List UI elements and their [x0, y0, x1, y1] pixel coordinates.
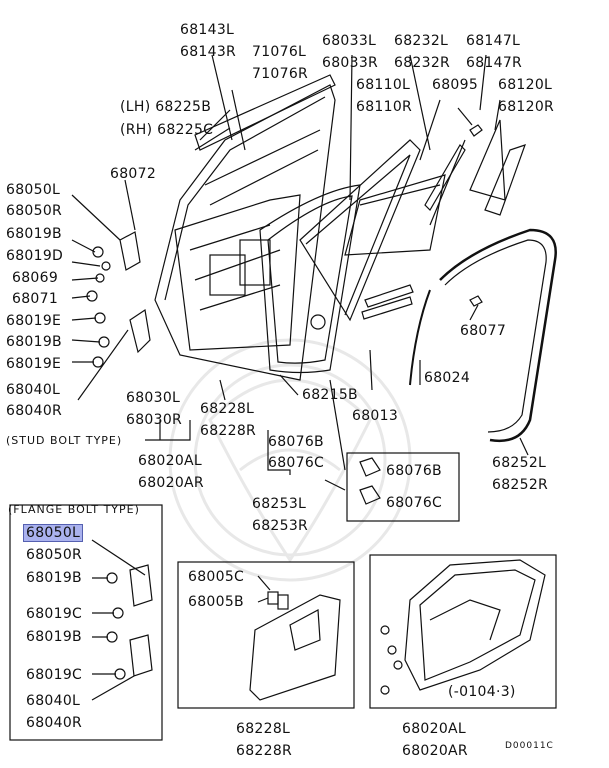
label-68147R: 68147R	[466, 55, 523, 71]
label-68076B-detail: 68076B	[386, 463, 442, 479]
diagram-code: D00011C	[505, 741, 554, 751]
label-68019E-stud-2: 68019E	[6, 356, 62, 372]
label-68019B-stud-2: 68019B	[6, 334, 62, 350]
label-68076C-detail: 68076C	[386, 495, 443, 511]
label-68228R-main: 68228R	[200, 423, 257, 439]
hinge-bolts-flange-type	[106, 564, 153, 680]
label-68033R: 68033R	[322, 55, 379, 71]
label-68252R: 68252R	[492, 477, 549, 493]
label-68232L: 68232L	[394, 33, 449, 49]
label-68147L: 68147L	[466, 33, 521, 49]
label-68020AR-main: 68020AR	[138, 475, 204, 491]
label-serial-range: (-0104·3)	[448, 684, 516, 700]
quarter-glass-68120	[484, 144, 526, 216]
label-rh-68225C: (RH) 68225C	[120, 122, 214, 138]
label-68024: 68024	[424, 370, 471, 386]
label-68030L: 68030L	[126, 390, 181, 406]
door-trim-seal	[259, 184, 361, 374]
label-68030R: 68030R	[126, 412, 183, 428]
label-68110R: 68110R	[356, 99, 413, 115]
label-68020AL-shell: 68020AL	[402, 721, 467, 737]
door-trim-board	[249, 594, 341, 701]
label-68019E-stud-1: 68019E	[6, 313, 62, 329]
weatherstrip-68024	[409, 289, 431, 386]
label-68050R-stud: 68050R	[6, 203, 63, 219]
label-68019B-flange-2: 68019B	[26, 629, 82, 645]
label-71076R: 71076R	[252, 66, 309, 82]
label-68033L: 68033L	[322, 33, 377, 49]
door-shell-box	[369, 554, 557, 709]
trim-box	[177, 561, 355, 709]
label-68143R: 68143R	[180, 44, 237, 60]
weatherstrip-68252	[439, 228, 557, 443]
window-regulator-68013	[361, 284, 414, 320]
door-glass	[344, 174, 446, 256]
label-68050L-stud: 68050L	[6, 182, 61, 198]
label-68232R: 68232R	[394, 55, 451, 71]
label-68040R-flange: 68040R	[26, 715, 83, 731]
label-68050L-flange-highlighted[interactable]: 68050L	[22, 524, 84, 542]
label-68228R-trim: 68228R	[236, 743, 293, 759]
label-68013: 68013	[352, 408, 399, 424]
label-68019C-flange-1: 68019C	[26, 606, 83, 622]
label-68095: 68095	[432, 77, 479, 93]
label-71076L: 71076L	[252, 44, 307, 60]
label-flange-bolt-type: (FLANGE BOLT TYPE)	[8, 503, 140, 516]
label-68005B: 68005B	[188, 594, 244, 610]
outer-door-inner-edge	[164, 96, 326, 301]
label-stud-bolt-type: (STUD BOLT TYPE)	[6, 434, 123, 447]
label-68252L: 68252L	[492, 455, 547, 471]
quarter-glass-68147	[469, 119, 506, 201]
hinge-bolts-stud-type	[86, 231, 151, 368]
label-68040R-stud: 68040R	[6, 403, 63, 419]
label-68253L: 68253L	[252, 496, 307, 512]
door-shell	[404, 559, 546, 691]
label-68228L-main: 68228L	[200, 401, 255, 417]
door-sash	[299, 139, 421, 322]
label-68020AR-shell: 68020AR	[402, 743, 468, 759]
label-68120L: 68120L	[498, 77, 553, 93]
label-68215B: 68215B	[302, 387, 358, 403]
label-68120R: 68120R	[498, 99, 555, 115]
label-68143L: 68143L	[180, 22, 235, 38]
label-68019D: 68019D	[6, 248, 64, 264]
label-68228L-trim: 68228L	[236, 721, 291, 737]
label-68019C-flange-2: 68019C	[26, 667, 83, 683]
label-68110L: 68110L	[356, 77, 411, 93]
label-68019B-flange-1: 68019B	[26, 570, 82, 586]
label-68069: 68069	[12, 270, 59, 286]
label-lh-68225B: (LH) 68225B	[120, 99, 212, 115]
label-68072: 68072	[110, 166, 157, 182]
label-68253R: 68253R	[252, 518, 309, 534]
channel-68232	[424, 144, 466, 211]
label-68076C-main: 68076C	[268, 455, 325, 471]
label-68005C: 68005C	[188, 569, 245, 585]
label-68019B-stud-1: 68019B	[6, 226, 62, 242]
label-68040L-flange: 68040L	[26, 693, 81, 709]
label-68040L-stud: 68040L	[6, 382, 61, 398]
label-68077: 68077	[460, 323, 507, 339]
label-68020AL-main: 68020AL	[138, 453, 203, 469]
inner-door-panel	[174, 194, 301, 351]
label-68050R-flange: 68050R	[26, 547, 83, 563]
outer-door-panel	[154, 84, 336, 381]
label-68071: 68071	[12, 291, 59, 307]
flange-type-box	[9, 504, 163, 741]
label-68076B-main: 68076B	[268, 434, 324, 450]
